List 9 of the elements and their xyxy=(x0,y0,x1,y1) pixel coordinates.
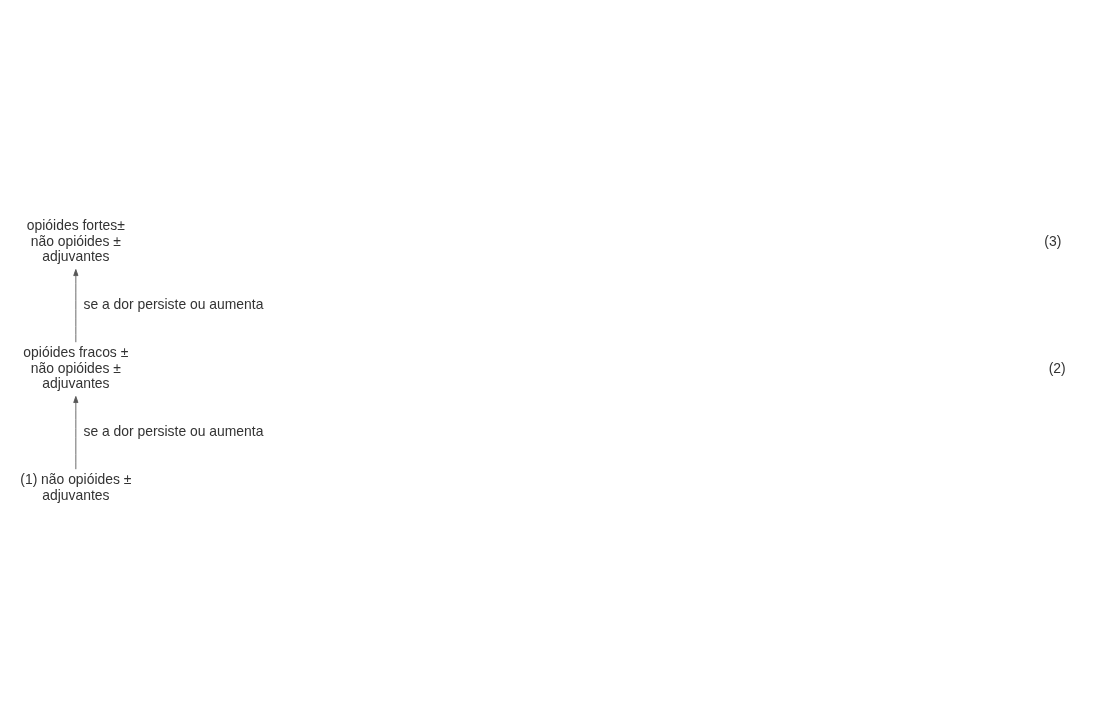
node-text: opióides fracos ± não opióides ± adjuvantes xyxy=(23,343,129,391)
label: (2) xyxy=(1048,359,1066,376)
edge-label: se a dor persiste ou aumenta xyxy=(83,295,264,312)
label: (3) xyxy=(1044,232,1062,249)
edge-label: se a dor persiste ou aumenta xyxy=(83,422,264,439)
node-text: opióides fortes± não opióides ± adjuvantes xyxy=(26,216,125,264)
arrow xyxy=(73,268,79,343)
arrow xyxy=(73,395,79,470)
node-text: (1) não opióides ± adjuvantes xyxy=(20,470,132,503)
